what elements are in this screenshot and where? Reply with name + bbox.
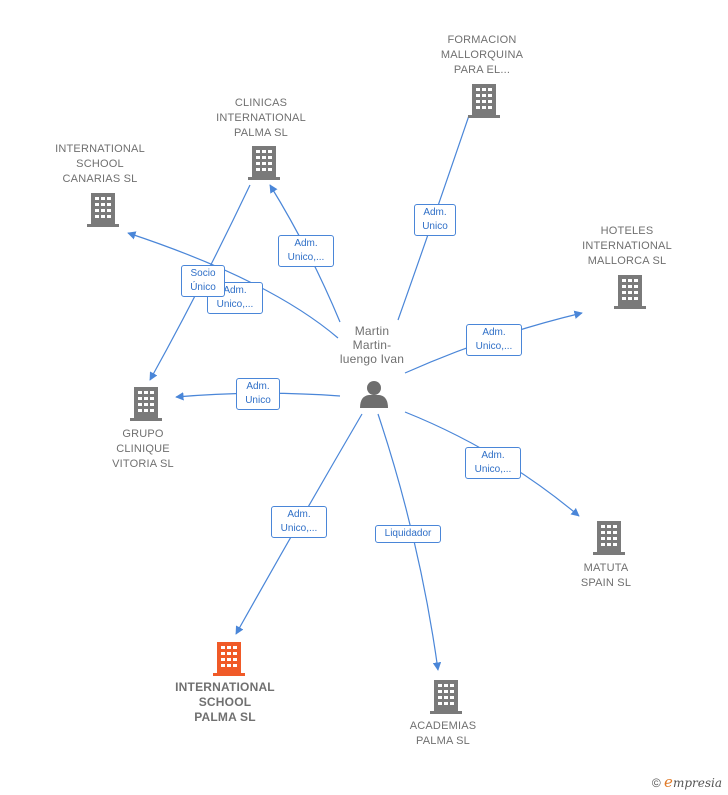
company-label-formacion[interactable]: FORMACION MALLORQUINA PARA EL... [440,34,524,76]
edge-label-socio: Socio Único [181,265,225,297]
company-label-academias[interactable]: ACADEMIAS PALMA SL [409,720,477,747]
building-icon[interactable] [430,680,462,714]
edge-label-formacion: Adm. Unico [414,204,456,236]
person-label[interactable]: Martin Martin- luengo Ivan [339,324,405,366]
edge-label-hoteles: Adm. Unico,... [466,324,522,356]
company-label-school-canarias[interactable]: INTERNATIONAL SCHOOL CANARIAS SL [55,143,145,185]
company-label-matuta[interactable]: MATUTA SPAIN SL [580,562,632,589]
building-icon[interactable] [593,521,625,555]
edge-label-clinicas: Adm. Unico,... [278,235,334,267]
building-icon[interactable] [468,84,500,118]
copyright-notice: © empresia [652,773,722,791]
edge-label-palma: Adm. Unico,... [271,506,327,538]
company-label-school-palma[interactable]: INTERNATIONAL SCHOOL PALMA SL [175,680,275,724]
company-label-grupo[interactable]: GRUPO CLINIQUE VITORIA SL [112,428,174,470]
edge-label-grupo: Adm. Unico [236,378,280,410]
edge-label-canarias: Adm. Unico,... [207,282,263,314]
empresia-logo[interactable]: empresia [664,773,722,791]
person-icon[interactable] [360,381,388,408]
edge-label-academias: Liquidador [375,525,441,543]
building-icon[interactable] [614,275,646,309]
building-icon[interactable] [130,387,162,421]
edge-label-matuta: Adm. Unico,... [465,447,521,479]
company-label-hoteles[interactable]: HOTELES INTERNATIONAL MALLORCA SL [582,225,672,267]
company-label-clinicas[interactable]: CLINICAS INTERNATIONAL PALMA SL [216,97,306,139]
building-icon[interactable] [213,642,245,676]
copyright-symbol: © [651,776,661,790]
building-icon[interactable] [87,193,119,227]
building-icon[interactable] [248,146,280,180]
